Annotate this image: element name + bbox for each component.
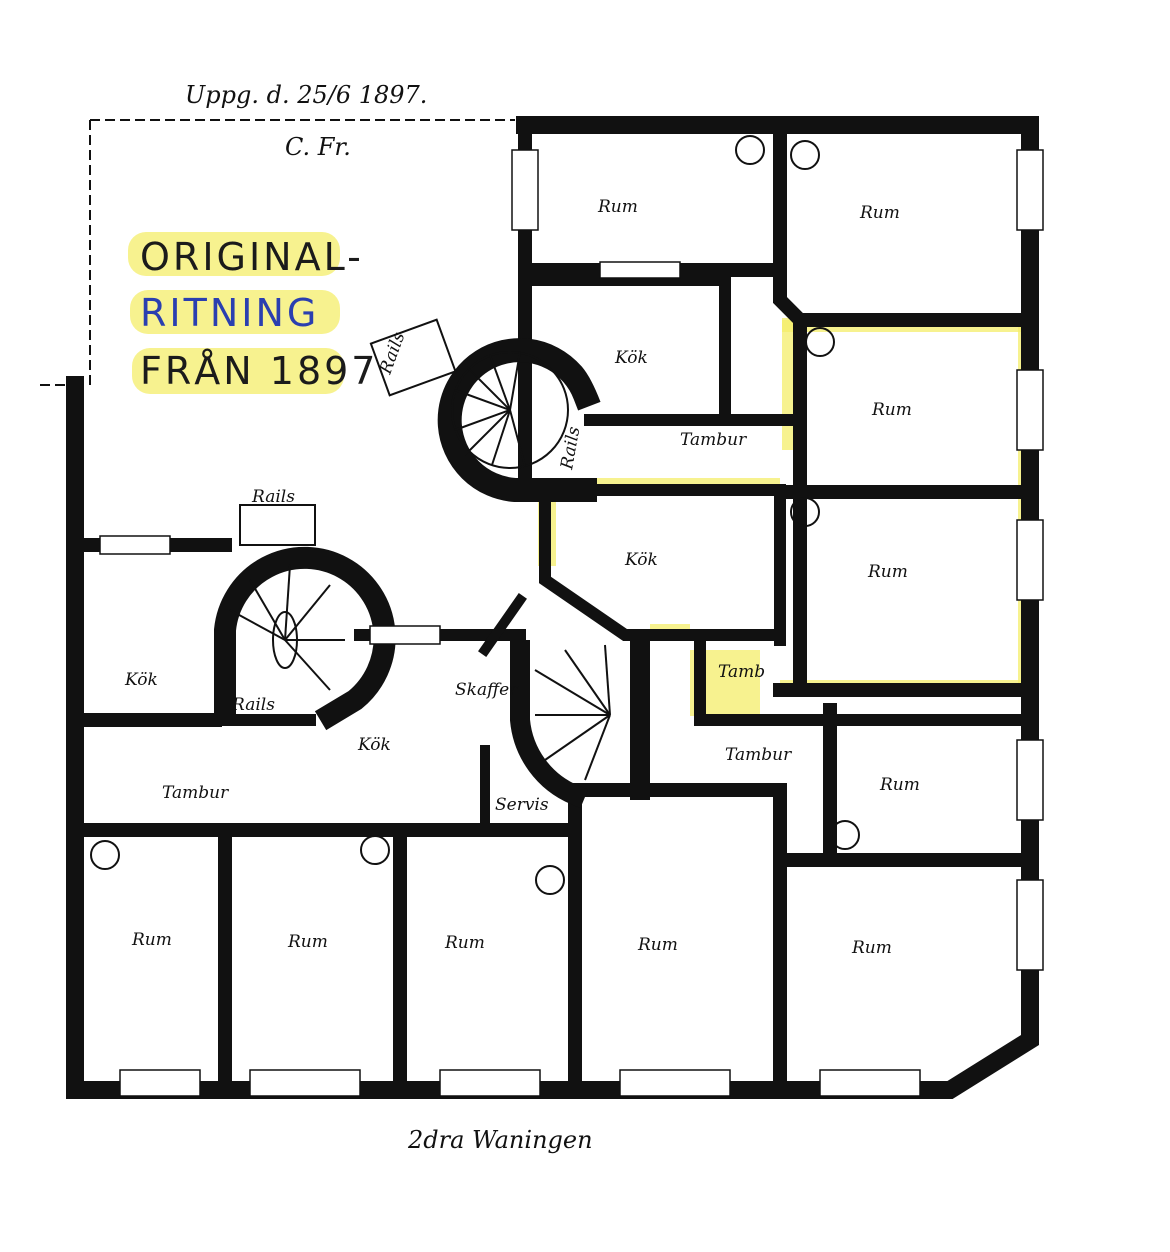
approval-date: Uppg. d. 25/6 1897.	[185, 81, 427, 109]
note-line-3: FRÅN 1897	[140, 349, 378, 393]
windows	[99, 149, 1044, 1097]
floor-label: 2dra Waningen	[407, 1126, 593, 1154]
staircase-left	[214, 546, 396, 731]
rails-boxes	[239, 318, 457, 546]
rails-label: Rails	[251, 487, 295, 507]
room-label: Rum	[851, 938, 892, 958]
rails-label: Rails	[376, 329, 410, 377]
staircase-center	[510, 640, 650, 809]
room-label: Tambur	[680, 430, 747, 450]
room-label: Tambur	[162, 783, 229, 803]
room-label: Rum	[287, 932, 328, 952]
room-label: Servis	[495, 795, 549, 815]
room-label: Rum	[597, 197, 638, 217]
note-line-2: RITNING	[140, 291, 319, 335]
room-label: Kök	[624, 550, 658, 570]
room-label: Kök	[614, 348, 648, 368]
room-label: Rum	[444, 933, 485, 953]
room-label: Tambur	[725, 745, 792, 765]
rails-label: Rails	[231, 695, 275, 715]
signature: C. Fr.	[285, 133, 351, 161]
room-label: Skaffer	[455, 680, 518, 700]
staircase-upper	[437, 338, 601, 502]
room-label: Rum	[867, 562, 908, 582]
room-label: Kök	[357, 735, 391, 755]
room-label: Rum	[871, 400, 912, 420]
room-label: Rum	[859, 203, 900, 223]
note-line-1: ORIGINAL-	[140, 235, 364, 279]
room-label: Rum	[131, 930, 172, 950]
stoves	[90, 135, 860, 895]
rails-label: Rails	[557, 425, 584, 472]
room-label: Rum	[637, 935, 678, 955]
room-labels: Rum Rum Kök Rum Tambur Kök Rum Tamb Tamb…	[124, 197, 920, 958]
room-label: Rum	[879, 775, 920, 795]
room-label: Tamb	[718, 662, 765, 682]
room-label: Kök	[124, 670, 158, 690]
